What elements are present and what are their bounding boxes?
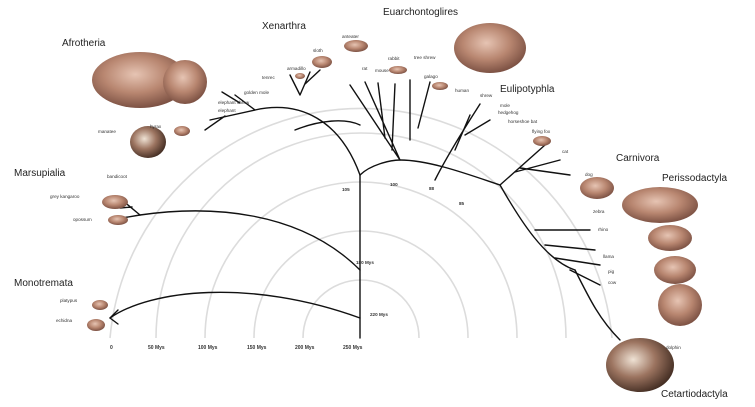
species-label-galago: galago bbox=[424, 74, 438, 79]
axis-tick-100: 100 Mys bbox=[198, 345, 218, 351]
species-label-armadillo: armadillo bbox=[287, 66, 306, 71]
axis-tick-150: 150 Mys bbox=[247, 345, 267, 351]
node-age-220: 220 Mys bbox=[370, 312, 388, 317]
ring-200 bbox=[303, 280, 419, 338]
clade-label-monotremata: Monotremata bbox=[14, 278, 73, 289]
clade-label-perissodactyla: Perissodactyla bbox=[662, 173, 727, 184]
species-label-grey-kangaroo: grey kangaroo bbox=[50, 194, 80, 199]
species-label-tenrec: tenrec bbox=[262, 75, 275, 80]
species-label-dog: dog bbox=[585, 172, 593, 177]
clade-label-marsupialia: Marsupialia bbox=[14, 168, 66, 179]
species-label-rhino: rhino bbox=[598, 227, 609, 232]
species-label-dolphin: dolphin bbox=[666, 345, 681, 350]
species-label-cat: cat bbox=[562, 149, 569, 154]
species-label-zebra: zebra bbox=[593, 209, 605, 214]
species-label-elephant-shrew: elephant shrew bbox=[218, 100, 250, 105]
brain-rhino bbox=[648, 225, 692, 251]
species-label-mouse: mouse bbox=[375, 68, 389, 73]
node-age-180: 180 Mys bbox=[356, 260, 374, 265]
species-label-horseshoe-bat: horseshoe bat bbox=[508, 119, 538, 124]
species-label-tree-shrew: tree shrew bbox=[414, 55, 436, 60]
brain-tenrec bbox=[295, 73, 305, 79]
species-label-rat: rat bbox=[362, 66, 368, 71]
brain-llama bbox=[654, 256, 696, 284]
brain-kangaroo bbox=[102, 195, 128, 209]
species-label-sloth: sloth bbox=[313, 48, 323, 53]
species-label-pig: pig bbox=[608, 269, 615, 274]
brain-opossum bbox=[108, 215, 128, 225]
brain-rabbit bbox=[389, 66, 407, 74]
clade-label-carnivora: Carnivora bbox=[616, 153, 660, 164]
ring-50 bbox=[156, 133, 566, 338]
clade-label-cetartiodactyla: Cetartiodactyla bbox=[661, 389, 728, 400]
species-label-hedgehog: hedgehog bbox=[498, 110, 519, 115]
species-label-human: human bbox=[455, 88, 469, 93]
species-label-elephant: elephant bbox=[218, 108, 236, 113]
brain-anteater bbox=[344, 40, 368, 52]
axis-tick-50: 50 Mys bbox=[148, 345, 165, 351]
species-label-anteater: anteater bbox=[342, 34, 359, 39]
brain-hyrax bbox=[174, 126, 190, 136]
clade-label-euarchontoglires: Euarchontoglires bbox=[383, 7, 458, 18]
species-label-golden-mole: golden mole bbox=[244, 90, 269, 95]
branch-ungulates bbox=[500, 185, 600, 285]
species-label-hyrax: hyrax bbox=[150, 124, 162, 129]
brain-zebra bbox=[622, 187, 698, 223]
branch-boreo bbox=[360, 160, 500, 185]
axis-tick-0: 0 bbox=[110, 345, 113, 351]
species-label-bandicoot: bandicoot bbox=[107, 174, 128, 179]
node-age-85: 85 bbox=[459, 201, 465, 206]
brain-illustrations bbox=[87, 23, 702, 392]
brain-cow bbox=[658, 284, 702, 326]
brain-flying-fox bbox=[533, 136, 551, 146]
species-label-cow: cow bbox=[608, 280, 617, 285]
brain-manatee bbox=[130, 126, 166, 158]
species-label-flying-fox: flying fox bbox=[532, 129, 551, 134]
branch-placental bbox=[255, 108, 360, 175]
species-label-rabbit: rabbit bbox=[388, 56, 400, 61]
branch-laurasia bbox=[435, 104, 490, 180]
branch-xenarthra bbox=[290, 70, 320, 95]
branch-root bbox=[110, 292, 360, 338]
node-age-105: 105 bbox=[342, 187, 350, 192]
brain-elephant-lobe bbox=[163, 60, 207, 104]
brain-dog bbox=[580, 177, 614, 199]
tree-branches bbox=[110, 70, 620, 340]
axis-tick-200: 200 Mys bbox=[295, 345, 315, 351]
time-axis: 0 50 Mys 100 Mys 150 Mys 200 Mys 250 Mys bbox=[110, 345, 363, 351]
species-label-echidna: echidna bbox=[56, 318, 73, 323]
branch-therian bbox=[140, 211, 360, 270]
clade-label-xenarthra: Xenarthra bbox=[262, 21, 306, 32]
brain-galago bbox=[432, 82, 448, 90]
axis-tick-250: 250 Mys bbox=[343, 345, 363, 351]
node-age-88: 88 bbox=[429, 186, 435, 191]
species-label-manatee: manatee bbox=[98, 129, 116, 134]
brain-echidna bbox=[87, 319, 105, 331]
species-label-llama: llama bbox=[603, 254, 614, 259]
branch-euarch bbox=[350, 80, 430, 160]
species-label-platypus: platypus bbox=[60, 298, 78, 303]
ring-150 bbox=[254, 231, 468, 338]
clade-label-afrotheria: Afrotheria bbox=[62, 38, 106, 49]
brain-dolphin bbox=[606, 338, 674, 392]
brain-platypus bbox=[92, 300, 108, 310]
node-age-100: 100 bbox=[390, 182, 398, 187]
brain-human bbox=[454, 23, 526, 73]
species-label-opossum: opossum bbox=[73, 217, 92, 222]
clade-label-eulipotyphla: Eulipotyphla bbox=[500, 84, 555, 95]
species-label-shrew: shrew bbox=[480, 93, 493, 98]
brain-armadillo bbox=[312, 56, 332, 68]
species-label-mole: mole bbox=[500, 103, 510, 108]
